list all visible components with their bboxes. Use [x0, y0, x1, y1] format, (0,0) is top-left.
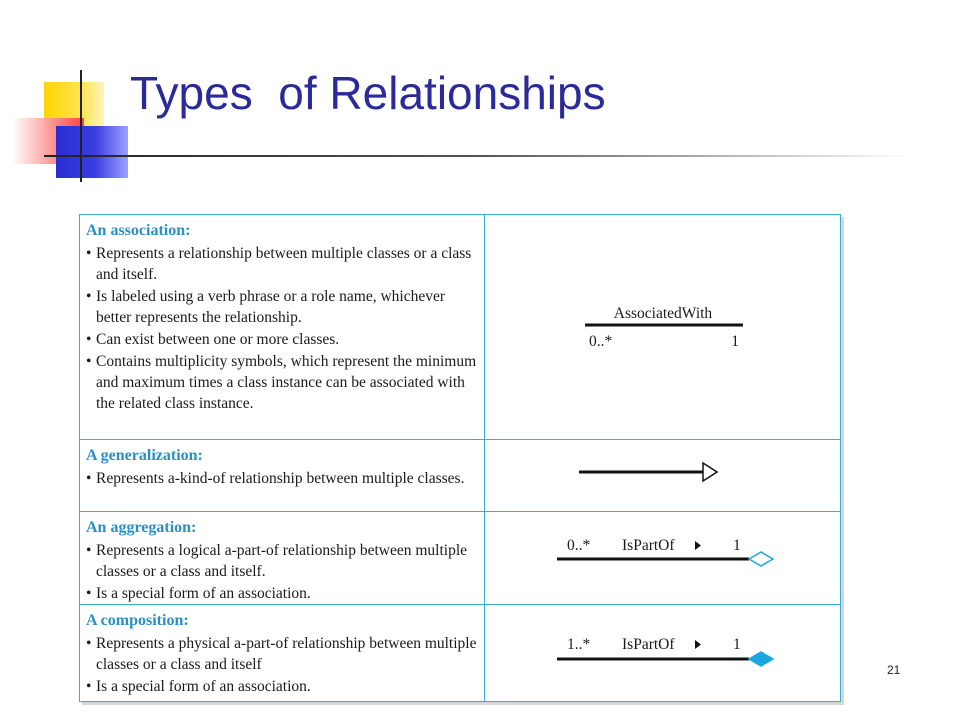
generalization-heading: A generalization:: [86, 447, 203, 464]
composition-bullets: Represents a physical a-part-of relation…: [86, 633, 478, 697]
bullet: Can exist between one or more classes.: [86, 329, 478, 350]
aggregation-right-multiplicity: 1: [733, 537, 741, 554]
aggregation-label: IsPartOf: [622, 537, 675, 554]
association-right-multiplicity: 1: [731, 333, 739, 350]
page-number: 21: [887, 663, 901, 677]
composition-right-multiplicity: 1: [733, 636, 741, 653]
direction-triangle-icon: [695, 541, 701, 550]
row-generalization: A generalization: Represents a-kind-of r…: [80, 440, 840, 512]
row-composition: A composition: Represents a physical a-p…: [80, 605, 840, 701]
aggregation-diagram: 0..* IsPartOf 1: [557, 537, 775, 567]
composition-diagram: 1..* IsPartOf 1: [557, 636, 775, 667]
association-description: An association: Represents a relationshi…: [80, 215, 485, 439]
composition-heading: A composition:: [86, 612, 189, 629]
direction-triangle-icon: [695, 640, 701, 649]
bullet: Is a special form of an association.: [86, 676, 478, 697]
slide-title: Types of Relationships: [130, 67, 606, 119]
bullet: Represents a-kind-of relationship betwee…: [86, 468, 478, 489]
hollow-diamond-icon: [747, 551, 775, 567]
aggregation-description: An aggregation: Represents a logical a-p…: [80, 512, 485, 604]
aggregation-heading: An aggregation:: [86, 519, 197, 536]
bullet: Represents a logical a-part-of relations…: [86, 540, 478, 582]
bullet: Is labeled using a verb phrase or a role…: [86, 286, 478, 328]
generalization-figure: [485, 440, 840, 511]
decor-blue-square: [56, 126, 128, 178]
filled-diamond-icon: [747, 651, 775, 667]
composition-figure: 1..* IsPartOf 1: [485, 605, 840, 701]
association-figure: AssociatedWith 0..* 1: [485, 215, 840, 439]
bullet: Contains multiplicity symbols, which rep…: [86, 351, 478, 414]
row-association: An association: Represents a relationshi…: [80, 215, 840, 440]
aggregation-left-multiplicity: 0..*: [567, 537, 591, 554]
aggregation-figure: 0..* IsPartOf 1: [485, 512, 840, 604]
aggregation-bullets: Represents a logical a-part-of relations…: [86, 540, 478, 604]
generalization-diagram: [579, 461, 719, 483]
association-left-multiplicity: 0..*: [589, 333, 613, 350]
hollow-triangle-arrowhead-icon: [702, 461, 719, 483]
relationship-table: An association: Represents a relationshi…: [79, 214, 841, 702]
title-underline: [44, 155, 914, 157]
row-aggregation: An aggregation: Represents a logical a-p…: [80, 512, 840, 605]
composition-label: IsPartOf: [622, 636, 675, 653]
bullet: Is a special form of an association.: [86, 583, 478, 604]
generalization-description: A generalization: Represents a-kind-of r…: [80, 440, 485, 511]
bullet: Represents a relationship between multip…: [86, 243, 478, 285]
bullet: Represents a physical a-part-of relation…: [86, 633, 478, 675]
association-label: AssociatedWith: [614, 305, 713, 322]
composition-left-multiplicity: 1..*: [567, 636, 591, 653]
composition-description: A composition: Represents a physical a-p…: [80, 605, 485, 701]
decor-vertical-line: [80, 70, 82, 182]
association-heading: An association:: [86, 222, 191, 239]
generalization-bullets: Represents a-kind-of relationship betwee…: [86, 468, 478, 489]
association-diagram: AssociatedWith 0..* 1: [585, 305, 743, 350]
association-bullets: Represents a relationship between multip…: [86, 243, 478, 414]
